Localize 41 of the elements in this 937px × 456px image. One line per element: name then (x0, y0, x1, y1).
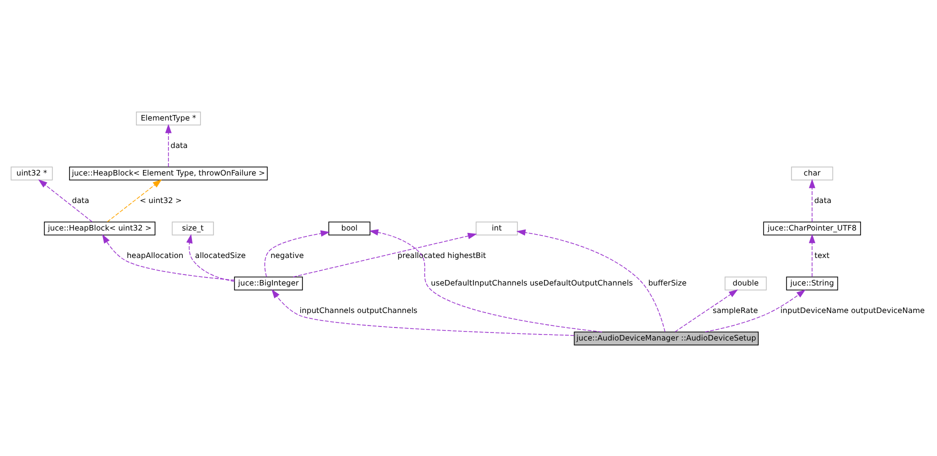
edge-label: text (814, 250, 830, 260)
node-box: juce::HeapBlock< Element Type, throwOnFailure > (69, 166, 268, 180)
edge-label: negative (270, 250, 304, 260)
node-box: double (724, 276, 767, 290)
edge-label: useDefaultInputChannels useDefaultOutputChannels (430, 278, 633, 287)
arrow (271, 288, 574, 336)
arrow (704, 288, 806, 332)
node-box: int (476, 221, 518, 235)
node-box: uint32 * (10, 166, 53, 180)
edge-label: heapAllocation (126, 250, 184, 260)
node-box: ElementType * (136, 111, 201, 125)
node-box: juce::AudioDeviceManager ::AudioDeviceSetup (574, 331, 759, 345)
edge-label: preallocated highestBit (398, 250, 486, 260)
node-box: juce::HeapBlock< uint32 > (44, 221, 156, 235)
edge-label: bufferSize (648, 278, 687, 287)
edge-label: data (170, 140, 188, 150)
arrow (186, 234, 235, 282)
arrow (38, 178, 93, 222)
arrow (292, 232, 478, 277)
node-box: bool (328, 221, 370, 235)
node-box: juce::BigInteger (234, 276, 303, 290)
edge-label: < uint32 > (140, 195, 182, 204)
arrow (264, 230, 330, 277)
node-box: size_t (172, 221, 214, 235)
node-box: char (791, 166, 834, 180)
node-box: juce::CharPointer_UTF8 (763, 221, 861, 235)
arrow (106, 178, 162, 222)
edge-label: allocatedSize (195, 250, 246, 260)
arrow (808, 178, 816, 222)
edge-label: data (72, 195, 90, 204)
arrow (674, 288, 738, 332)
edge-label: data (814, 195, 832, 204)
node-box: juce::String (786, 276, 838, 290)
edge-label: inputChannels outputChannels (300, 305, 418, 314)
edge-label: inputDeviceName outputDeviceName (780, 305, 925, 314)
arrow (808, 233, 816, 277)
arrow (516, 228, 666, 332)
edge-label: sampleRate (712, 305, 758, 314)
arrow (369, 228, 602, 332)
arrow (102, 234, 235, 280)
arrow (165, 123, 172, 167)
